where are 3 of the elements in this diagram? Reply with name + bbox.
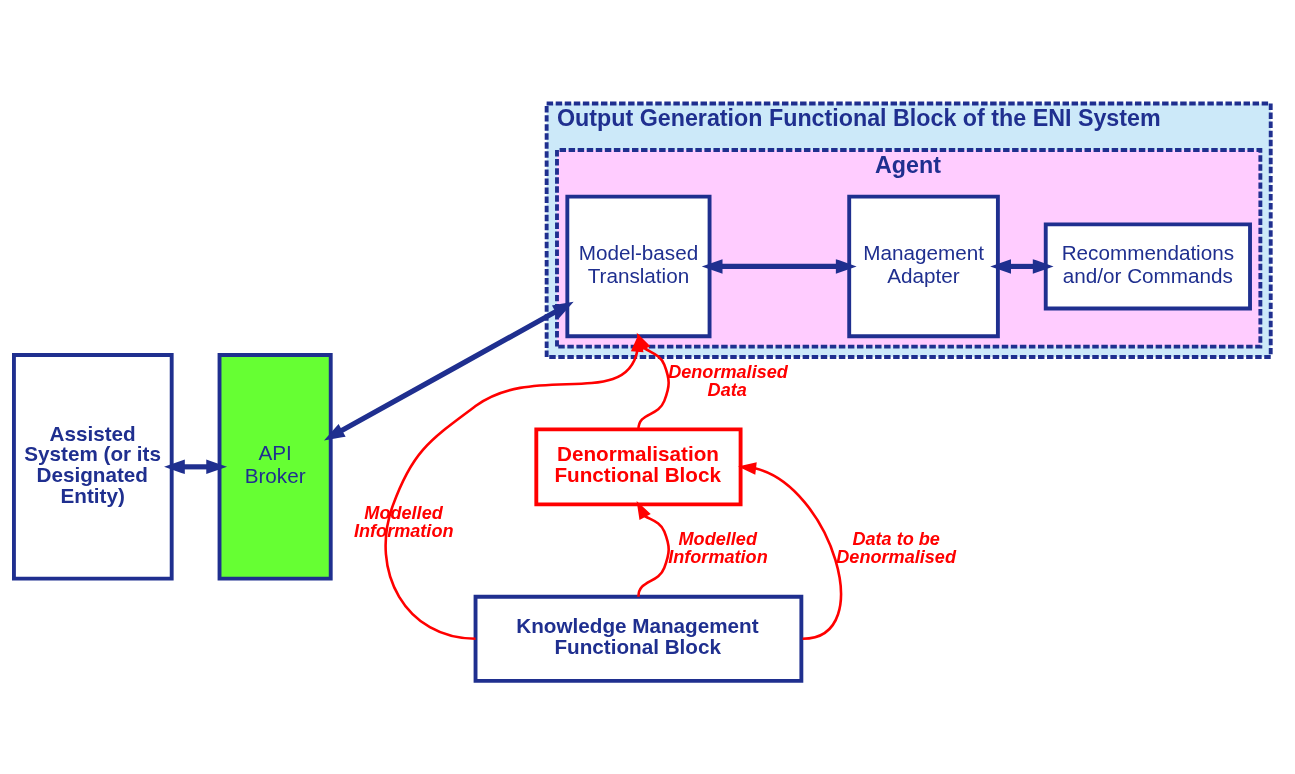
edge-label: Modelled Information [668,528,768,567]
edge-label: Data to be Denormalised [836,528,956,567]
edge-label: Denormalised Data [668,361,788,400]
